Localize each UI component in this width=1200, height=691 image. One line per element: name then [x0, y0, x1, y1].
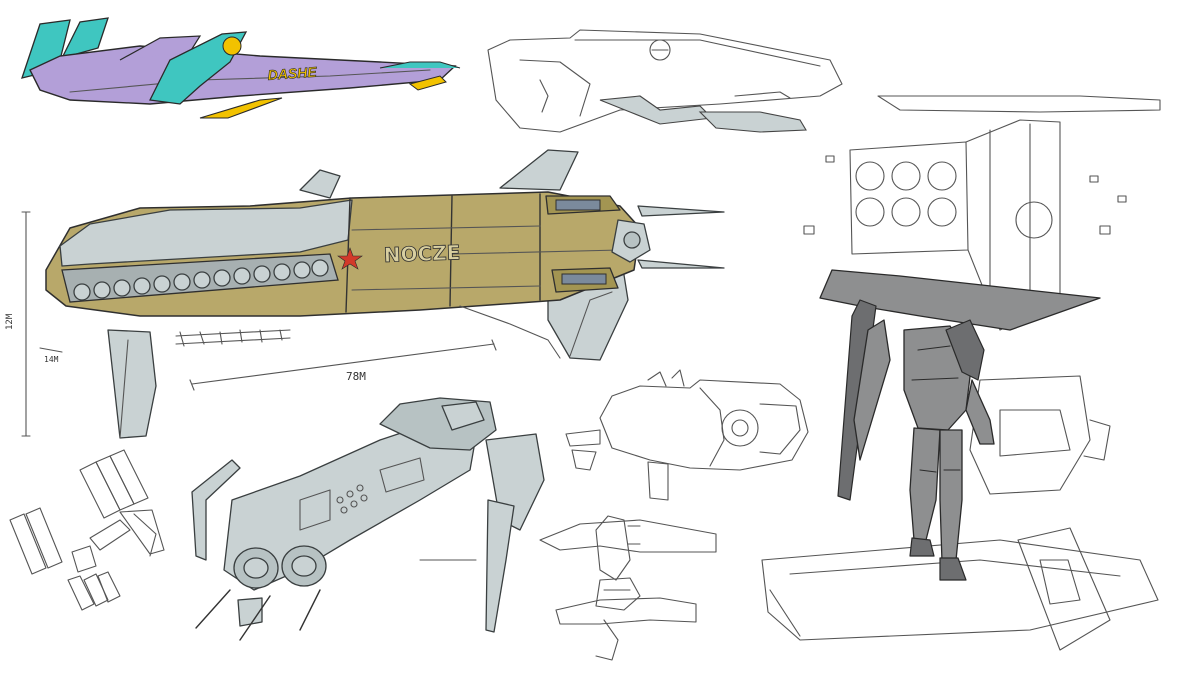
fuselage-topview-lineart	[539, 515, 717, 661]
racer-ship-colored: DASHE	[21, 17, 461, 119]
claw-drone-lineart	[9, 449, 165, 611]
length-dimension-label: 78M	[346, 370, 366, 383]
mech-hangar-lineart	[761, 95, 1161, 651]
pod-ship-lineart	[565, 369, 809, 501]
main-cruiser-nocze: NOCZE	[45, 149, 725, 439]
cruiser-lineart-top	[487, 29, 843, 133]
winged-mech-figure	[819, 269, 1101, 581]
hull-name-label: NOCZE	[383, 240, 460, 267]
red-star-emblem	[337, 247, 363, 270]
dimension-annotations: 12M 14M 78M	[5, 211, 497, 437]
race-logo: DASHE	[267, 64, 318, 83]
grey-gunship	[191, 397, 545, 641]
depth-dimension-label: 14M	[44, 355, 59, 364]
height-dimension-label: 12M	[5, 313, 15, 330]
roller-wheels	[73, 259, 329, 301]
